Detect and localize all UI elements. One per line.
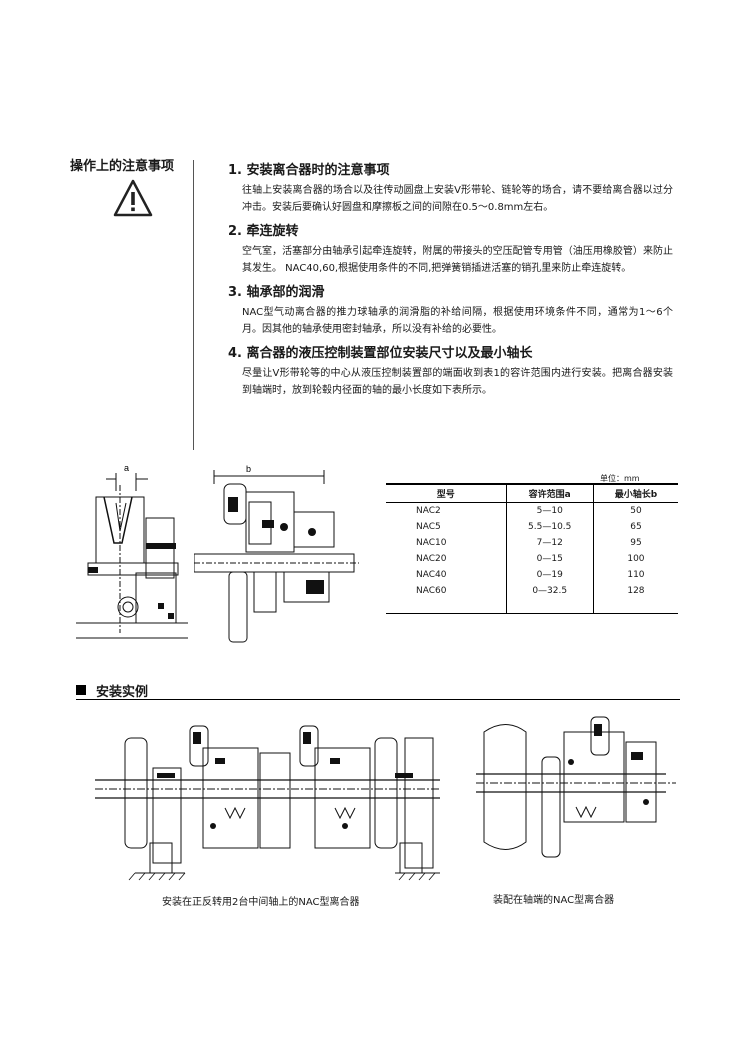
model-cell: NAC10 xyxy=(416,538,447,548)
precaution-body: 尽量让V形带轮等的中心从液压控制装置部的端面收到表1的容许范围内进行安装。把离合… xyxy=(242,368,673,396)
precaution-title: 3. 轴承部的润滑 xyxy=(228,285,325,300)
precaution-item: 1. 安装离合器时的注意事项 往轴上安装离合器的场合以及往传动圆盘上安装V形带轮… xyxy=(228,163,673,216)
shaft-length-diagram: b xyxy=(194,464,359,643)
section-title: 安装实例 xyxy=(96,685,149,700)
precaution-list: 1. 安装离合器时的注意事项 往轴上安装离合器的场合以及往传动圆盘上安装V形带轮… xyxy=(228,163,673,407)
precaution-item: 4. 离合器的液压控制装置部位安装尺寸以及最小轴长 尽量让V形带轮等的中心从液压… xyxy=(228,346,673,399)
range-cell: 0—19 xyxy=(505,567,594,583)
section-title: 操作上的注意事项 xyxy=(70,159,175,174)
section-rule xyxy=(76,699,680,700)
precaution-body: 往轴上安装离合器的场合以及往传动圆盘上安装V形带轮、链轮等的场合，请不要给离合器… xyxy=(242,185,673,213)
table-row: NAC5 5.5—10.5 65 xyxy=(386,519,678,535)
precaution-body: NAC型气动离合器的推力球轴承的润滑脂的补给间隔，根据使用环境条件不同，通常为1… xyxy=(242,307,673,335)
section-divider xyxy=(193,160,194,450)
table-row: NAC2 5—10 50 xyxy=(386,502,678,519)
table-row: NAC10 7—12 95 xyxy=(386,535,678,551)
dimension-label-b: b xyxy=(246,464,251,474)
length-cell: 95 xyxy=(592,535,678,551)
table-unit: 单位：mm xyxy=(600,474,640,483)
precaution-body: 空气室，活塞部分由轴承引起牵连旋转，附属的带接头的空压配管专用管（油压用橡胶管）… xyxy=(242,246,673,274)
table-header-row: 型号 容许范围a 最小轴长b xyxy=(386,483,678,503)
range-cell: 0—15 xyxy=(505,551,594,567)
length-cell: 65 xyxy=(592,519,678,535)
model-cell: NAC2 xyxy=(416,506,441,516)
table-row: NAC20 0—15 100 xyxy=(386,551,678,567)
precaution-title: 1. 安装离合器时的注意事项 xyxy=(228,163,390,178)
length-cell: 50 xyxy=(592,502,678,519)
model-cell: NAC5 xyxy=(416,522,441,532)
precaution-item: 3. 轴承部的润滑 NAC型气动离合器的推力球轴承的润滑脂的补给间隔，根据使用环… xyxy=(228,285,673,338)
column-header: 型号 xyxy=(386,483,507,503)
length-cell: 110 xyxy=(592,567,678,583)
table-row xyxy=(386,599,678,614)
table-row: NAC60 0—32.5 128 xyxy=(386,583,678,599)
dual-clutch-diagram xyxy=(95,725,440,881)
column-header: 容许范围a xyxy=(505,483,594,503)
length-cell: 128 xyxy=(592,583,678,599)
section-marker xyxy=(76,685,86,695)
precaution-title: 2. 牵连旋转 xyxy=(228,224,299,239)
figure-caption: 装配在轴端的NAC型离合器 xyxy=(493,895,615,906)
range-cell: 5—10 xyxy=(505,502,594,519)
pulley-offset-diagram: a xyxy=(76,463,188,639)
shaft-end-clutch-diagram xyxy=(476,716,676,858)
spec-table: 型号 容许范围a 最小轴长b NAC2 5—10 50 NAC5 5.5—10.… xyxy=(386,483,678,614)
length-cell: 100 xyxy=(592,551,678,567)
precaution-item: 2. 牵连旋转 空气室，活塞部分由轴承引起牵连旋转，附属的带接头的空压配管专用管… xyxy=(228,224,673,277)
table-row: NAC40 0—19 110 xyxy=(386,567,678,583)
range-cell: 5.5—10.5 xyxy=(505,519,594,535)
range-cell: 0—32.5 xyxy=(505,583,594,599)
model-cell: NAC40 xyxy=(416,570,447,580)
model-cell: NAC20 xyxy=(416,554,447,564)
figure-caption: 安装在正反转用2台中间轴上的NAC型离合器 xyxy=(162,897,360,908)
column-header: 最小轴长b xyxy=(592,483,678,503)
dimension-label-a: a xyxy=(124,463,129,473)
precaution-title: 4. 离合器的液压控制装置部位安装尺寸以及最小轴长 xyxy=(228,346,533,361)
warning-icon xyxy=(113,179,153,217)
range-cell: 7—12 xyxy=(505,535,594,551)
model-cell: NAC60 xyxy=(416,586,447,596)
